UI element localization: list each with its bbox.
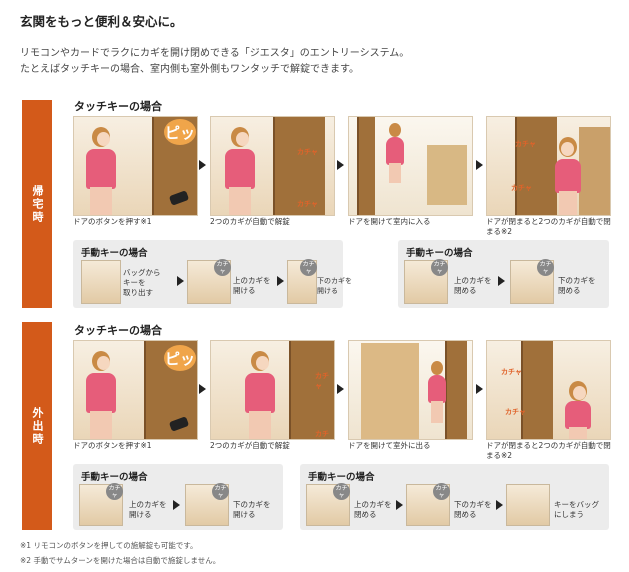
manual-heading: 手動キーの場合 <box>81 472 148 483</box>
arrow-icon <box>337 160 344 170</box>
footnote-2: ※2 手動でサムターンを開けた場合は自動で施錠しません。 <box>20 556 221 565</box>
scene-home-4: カチャ カチャ <box>486 116 611 216</box>
manual-heading: 手動キーの場合 <box>81 248 148 259</box>
arrow-icon <box>199 160 206 170</box>
manual-box-home-right: 手動キーの場合 カチャ 上のカギを 閉める カチャ 下のカギを 閉める <box>398 240 609 308</box>
caption-home-2: 2つのカギが自動で解錠 <box>210 217 290 226</box>
manual-box-out-left: 手動キーの場合 カチャ 上のカギを 開ける カチャ 下のカギを 開ける <box>73 464 283 530</box>
manual-box-home-left: 手動キーの場合 バッグから キーを 取り出す カチャ 上のカギを 開ける カチャ… <box>73 240 352 308</box>
caption-home-4: ドアが閉まると2つのカギが自動で閉まる※2 <box>486 217 611 236</box>
caption-home-1: ドアのボタンを押す※1 <box>73 217 152 226</box>
scene-out-3 <box>348 340 473 440</box>
scene-out-1: ピッ <box>73 340 198 440</box>
caption-out-4: ドアが閉まると2つのカギが自動で閉まる※2 <box>486 441 611 460</box>
caption-out-2: 2つのカギが自動で解錠 <box>210 441 290 450</box>
page-title: 玄関をもっと便利＆安心に。 <box>20 14 183 29</box>
caption-out-1: ドアのボタンを押す※1 <box>73 441 152 450</box>
scene-home-2: カチャ カチャ <box>210 116 335 216</box>
scene-home-3 <box>348 116 473 216</box>
arrow-icon <box>337 384 344 394</box>
side-label-out: 外出時 <box>22 322 52 530</box>
arrow-icon <box>476 384 483 394</box>
caption-out-3: ドアを開けて室外に出る <box>348 441 431 450</box>
section-heading-touchkey-home: タッチキーの場合 <box>74 100 162 113</box>
arrow-icon <box>476 160 483 170</box>
section-heading-touchkey-out: タッチキーの場合 <box>74 324 162 337</box>
side-label-home: 帰宅時 <box>22 100 52 308</box>
scene-home-1: ピッ <box>73 116 198 216</box>
footnote-1: ※1 リモコンのボタンを押しての施解錠も可能です。 <box>20 541 198 550</box>
manual-heading: 手動キーの場合 <box>308 472 375 483</box>
manual-box-out-right: 手動キーの場合 カチャ 上のカギを 閉める カチャ 下のカギを 閉める キーをバ… <box>300 464 609 530</box>
arrow-icon <box>199 384 206 394</box>
scene-out-2: カチャ カチャ <box>210 340 335 440</box>
caption-home-3: ドアを開けて室内に入る <box>348 217 431 226</box>
intro-line-2: たとえばタッチキーの場合、室内側も室外側もワンタッチで解錠できます。 <box>20 64 359 75</box>
pip-bubble: ピッ <box>164 345 196 371</box>
scene-out-4: カチャ カチャ <box>486 340 611 440</box>
manual-heading: 手動キーの場合 <box>406 248 473 259</box>
pip-bubble: ピッ <box>164 119 196 145</box>
intro-line-1: リモコンやカードでラクにカギを開け閉めできる「ジエスタ」のエントリーシステム。 <box>20 48 410 59</box>
